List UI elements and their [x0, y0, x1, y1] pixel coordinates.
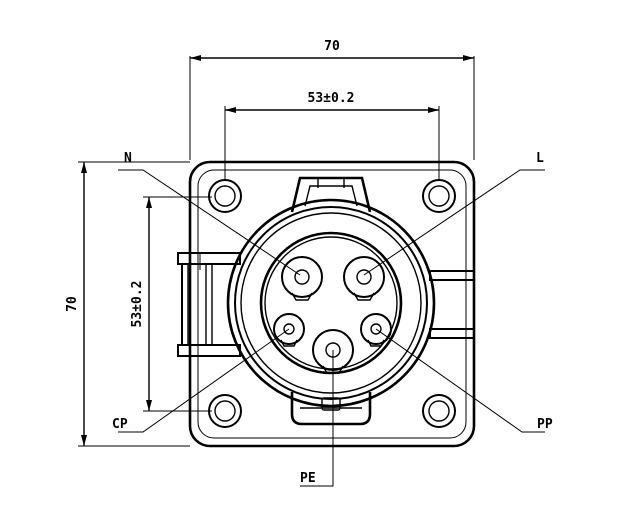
dimension-left-hole-spacing-text: 53±0.2: [130, 281, 145, 328]
pin-cp: [273, 313, 305, 347]
leader-lines: [118, 169, 545, 487]
mounting-hole-top-right: [422, 179, 456, 213]
dimension-top-holes: 53±0.2: [224, 91, 440, 180]
dimension-top-overall: 70: [189, 39, 475, 160]
dimension-top-hole-spacing-text: 53±0.2: [308, 91, 355, 106]
mounting-flange: [188, 160, 476, 448]
label-cp: CP: [112, 417, 128, 432]
dimension-top-width-text: 70: [324, 39, 340, 54]
pin-pp: [360, 313, 392, 347]
mounting-hole-top-left: [208, 179, 242, 213]
pin-n: [281, 256, 323, 301]
cover-hinge-left: [177, 252, 241, 357]
latch-bracket-right: [429, 270, 475, 339]
mounting-hole-bottom-right: [422, 394, 456, 428]
socket-body: [226, 198, 436, 408]
dimension-left-overall: 70: [65, 161, 190, 447]
label-n: N: [124, 151, 132, 166]
dimension-left-holes: 53±0.2: [130, 196, 212, 412]
dimension-left-height-text: 70: [65, 296, 80, 312]
bottom-latch-tab: [290, 392, 372, 426]
top-latch-tab: [290, 176, 372, 213]
label-l: L: [536, 151, 544, 166]
label-pp: PP: [537, 417, 553, 432]
label-pe: PE: [300, 471, 316, 486]
pin-l: [343, 256, 385, 301]
mounting-hole-bottom-left: [208, 394, 242, 428]
